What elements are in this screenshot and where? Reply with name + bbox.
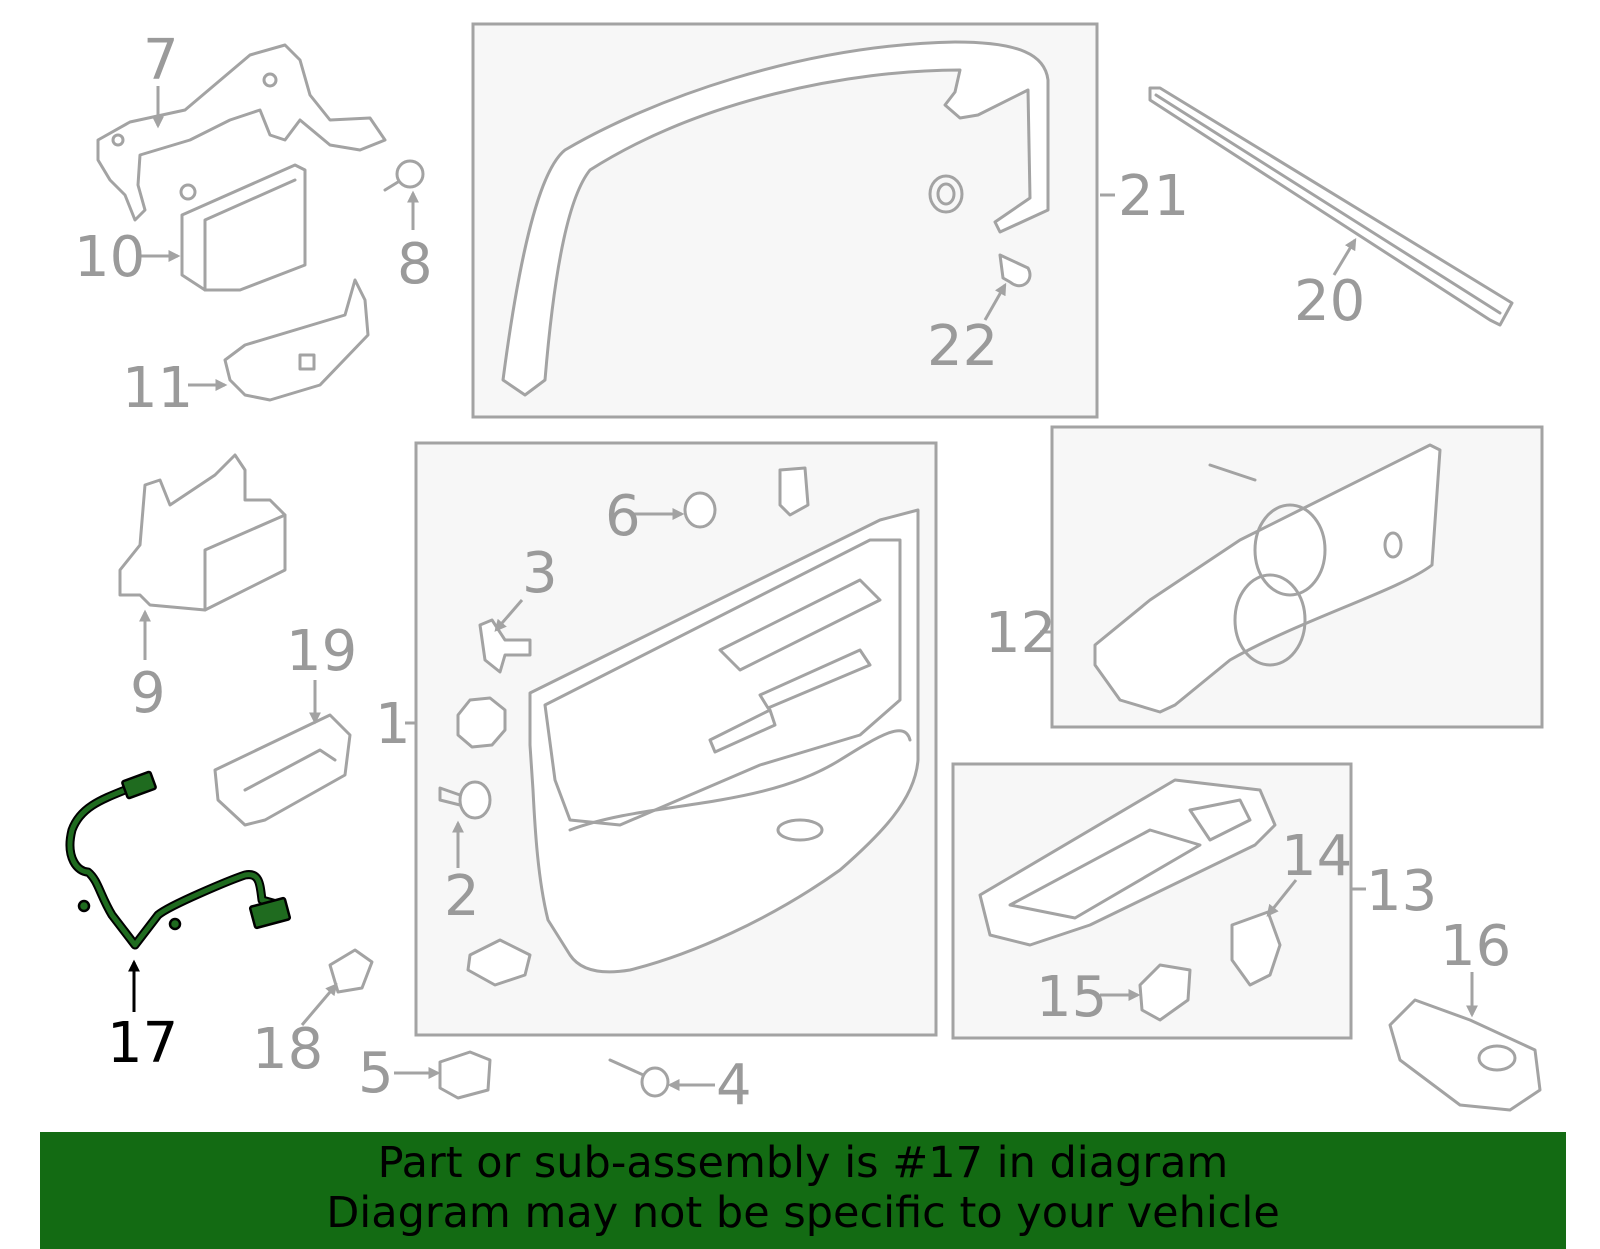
callout-18: 18 (252, 1017, 323, 1082)
part-clip-top[interactable] (778, 466, 810, 517)
callout-4: 4 (716, 1053, 752, 1118)
callout-22: 22 (927, 314, 998, 379)
part-5-nut[interactable] (438, 1050, 492, 1100)
part-22-push-pin[interactable] (998, 253, 1032, 288)
callout-10: 10 (74, 225, 145, 290)
part-19-switch[interactable] (213, 713, 352, 827)
part-13-switch-bezel[interactable] (978, 778, 1277, 947)
callout-6: 6 (605, 484, 641, 549)
callout-14: 14 (1281, 824, 1352, 889)
callout-13: 13 (1366, 859, 1437, 924)
callout-9: 9 (130, 661, 166, 726)
callout-5: 5 (358, 1041, 394, 1106)
banner-line-2: Diagram may not be specific to your vehi… (326, 1188, 1280, 1238)
part-15-clip[interactable] (1138, 963, 1192, 1022)
banner-line-1: Part or sub-assembly is #17 in diagram (377, 1138, 1229, 1188)
part-2-push-pin[interactable] (438, 780, 492, 820)
callout-12: 12 (985, 601, 1056, 666)
part-11-bracket[interactable] (223, 278, 370, 402)
part-21-upper-trim[interactable] (501, 40, 1050, 397)
callout-20: 20 (1294, 269, 1365, 334)
callout-8: 8 (397, 232, 433, 297)
part-17-wiring-harness[interactable] (65, 770, 292, 950)
part-octagon-plug[interactable] (456, 696, 507, 749)
callout-2: 2 (444, 864, 480, 929)
callout-21: 21 (1118, 164, 1189, 229)
part-8-screw[interactable] (383, 159, 425, 192)
part-16-switch[interactable] (1388, 998, 1542, 1112)
part-12-armrest[interactable] (1093, 443, 1442, 714)
callout-17: 17 (107, 1011, 178, 1076)
callout-15: 15 (1036, 965, 1107, 1030)
part-4-screw[interactable] (608, 1058, 670, 1098)
part-7-bracket[interactable] (96, 43, 387, 222)
callout-1: 1 (375, 692, 411, 757)
part-9-bracket[interactable] (118, 453, 287, 612)
callout-19: 19 (286, 619, 357, 684)
callout-16: 16 (1440, 914, 1511, 979)
callout-7: 7 (143, 28, 179, 93)
callout-3: 3 (522, 541, 558, 606)
part-1-door-trim-panel[interactable] (528, 508, 920, 974)
callout-11: 11 (122, 356, 193, 421)
info-banner: Part or sub-assembly is #17 in diagram D… (40, 1132, 1566, 1249)
parts-diagram: 7 8 10 11 9 19 17 18 5 4 1 2 3 6 21 22 2… (65, 22, 1544, 1118)
part-10-bracket-housing[interactable] (179, 163, 307, 292)
part-20-belt-weatherstrip[interactable] (1148, 86, 1514, 327)
part-bottom-clip[interactable] (466, 938, 532, 987)
part-6-retainer[interactable] (683, 491, 717, 529)
